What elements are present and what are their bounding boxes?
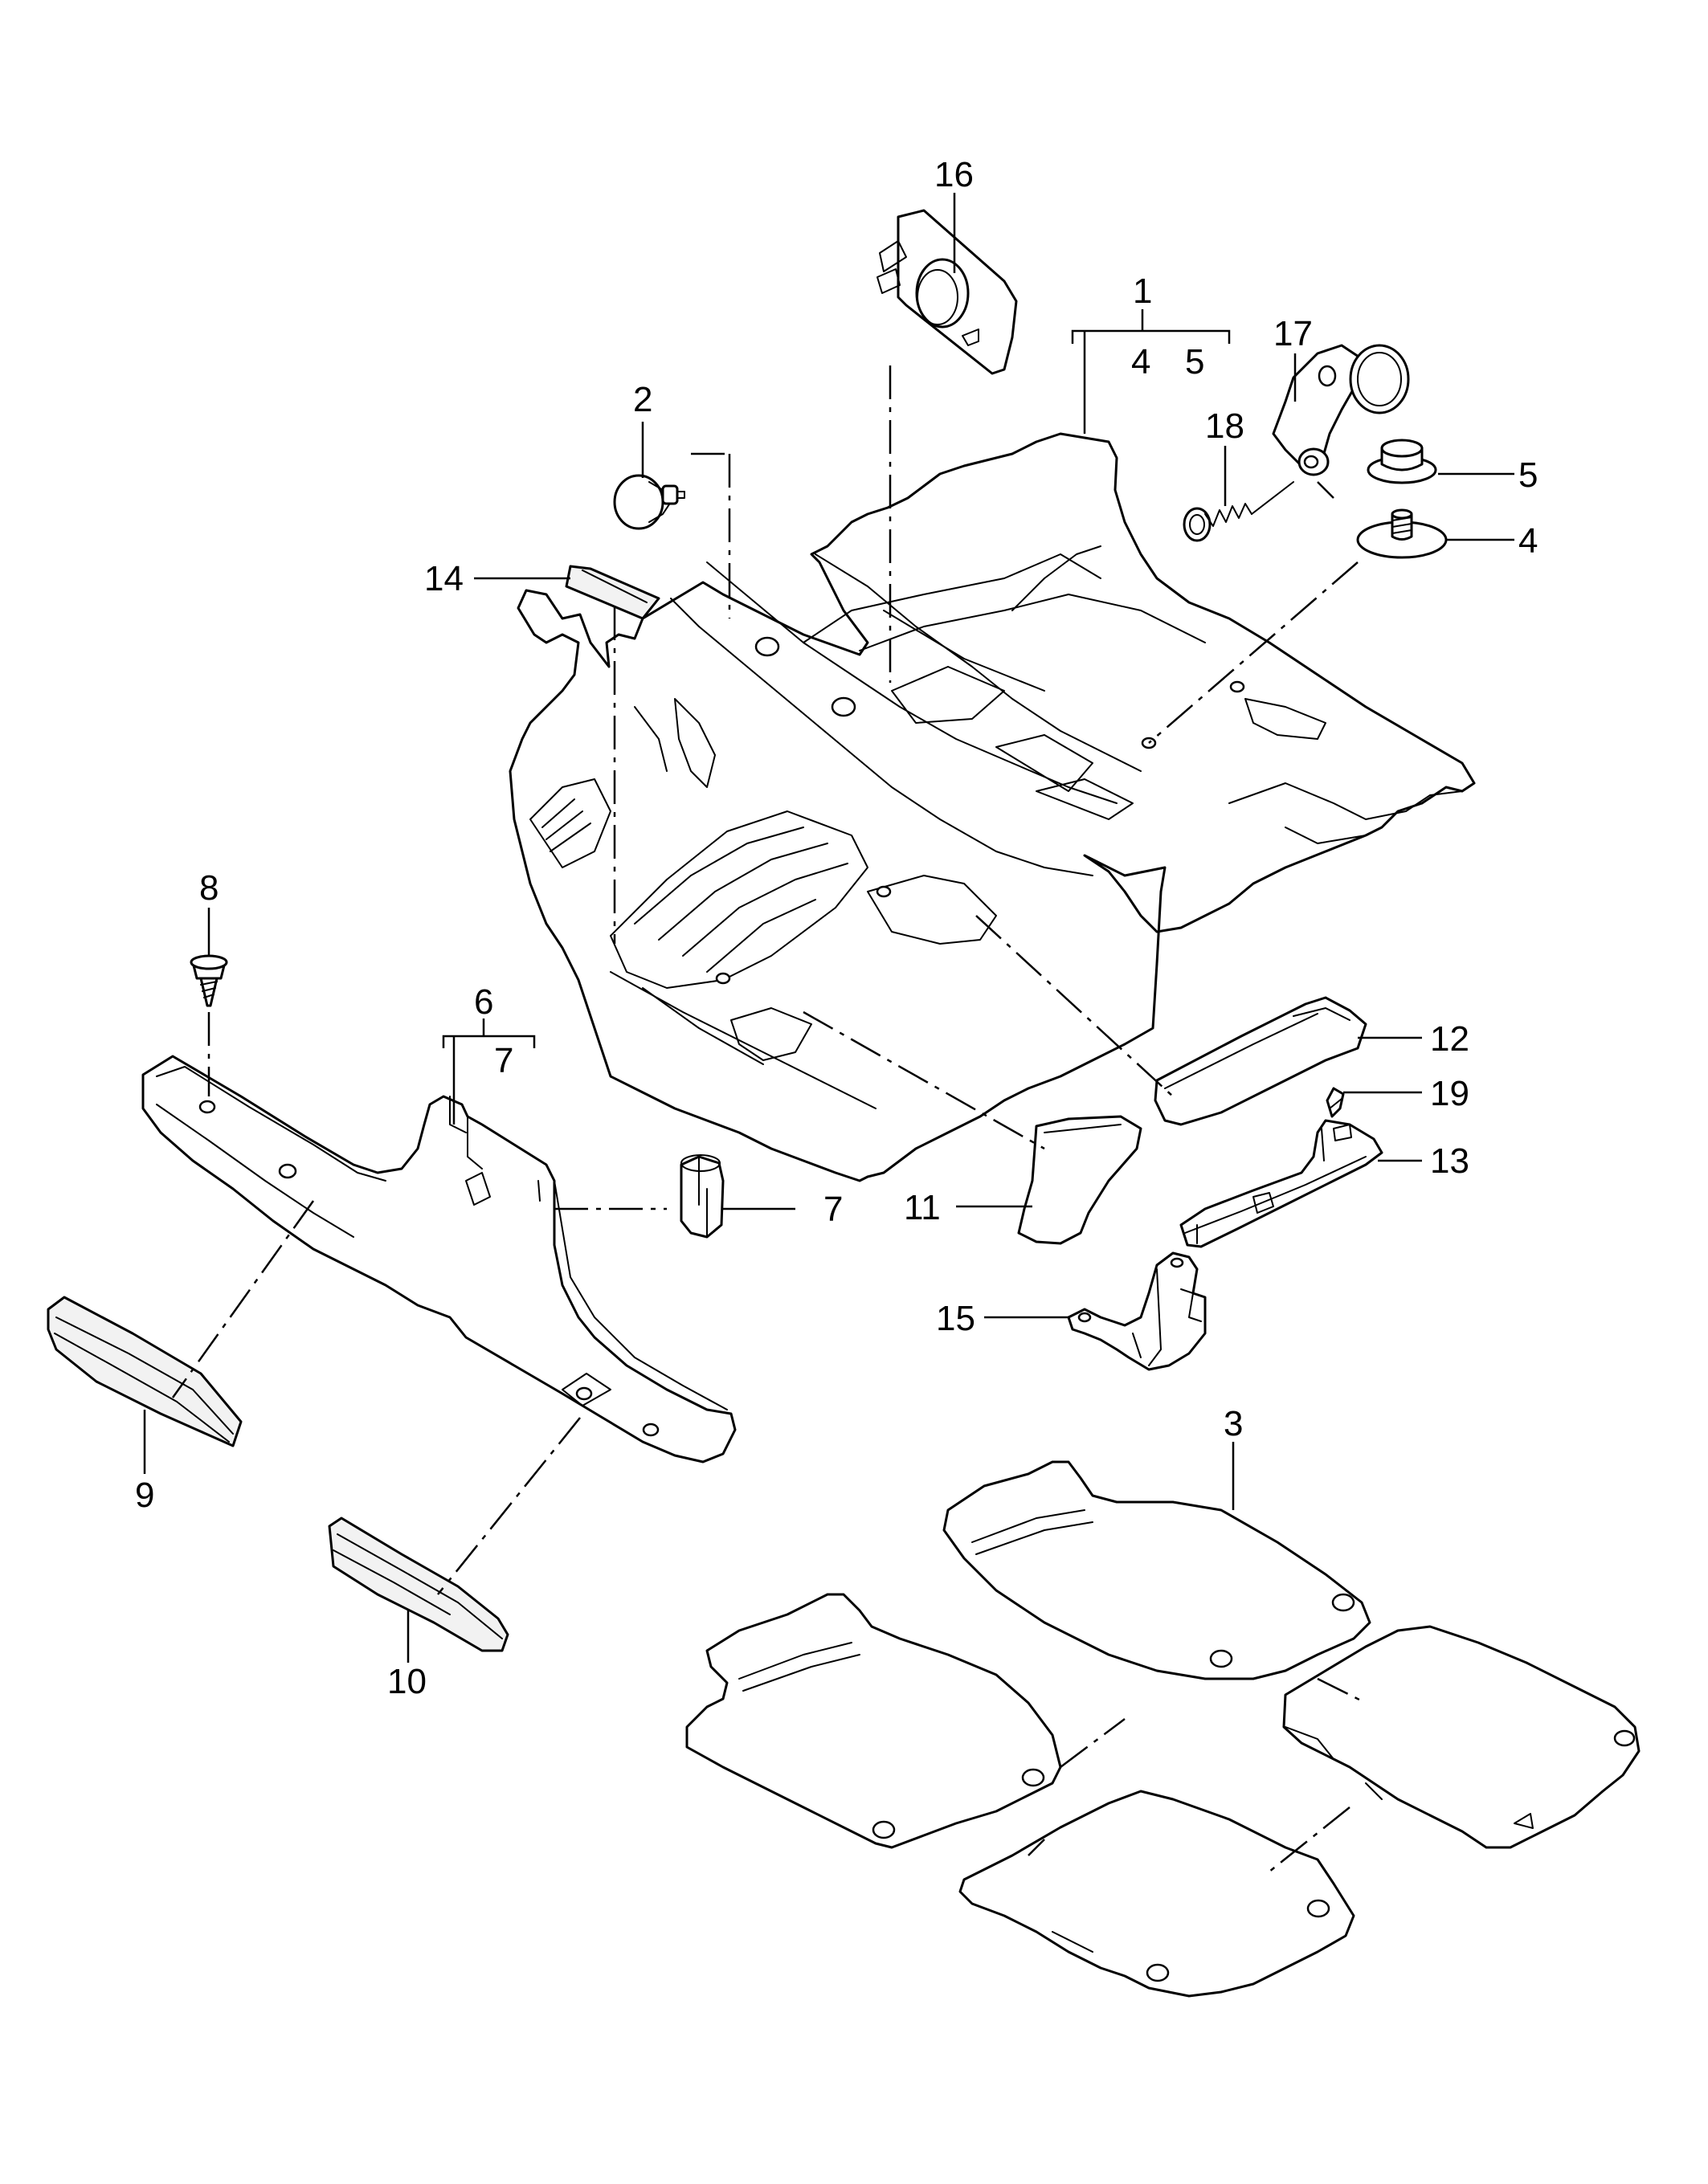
callout-10: 10 bbox=[387, 1662, 427, 1701]
push-clip-part-2 bbox=[613, 474, 685, 530]
callout-3: 3 bbox=[1224, 1404, 1243, 1443]
nut-part-5 bbox=[1367, 439, 1437, 484]
floor-carpet-part-1 bbox=[509, 432, 1476, 1182]
assembly-lines bbox=[171, 365, 1367, 1872]
trim-strip-part-10 bbox=[328, 1517, 509, 1652]
callout-18: 18 bbox=[1205, 406, 1244, 446]
callout-2: 2 bbox=[633, 380, 652, 419]
callout-7: 7 bbox=[823, 1190, 843, 1229]
callout-4: 4 bbox=[1518, 521, 1538, 561]
sill-trim-part-6 bbox=[141, 1055, 737, 1463]
callout-5: 5 bbox=[1518, 455, 1538, 495]
callout-6: 6 bbox=[474, 982, 493, 1022]
callout-13: 13 bbox=[1430, 1141, 1469, 1181]
small-clip-part-19 bbox=[1326, 1087, 1345, 1118]
spring-part-18 bbox=[1183, 481, 1294, 542]
stud-part-4 bbox=[1356, 508, 1448, 559]
callout-12: 12 bbox=[1430, 1019, 1469, 1059]
callout-labels: 1 4 5 2 3 4 5 6 7 7 8 9 10 11 12 13 14 1… bbox=[135, 155, 1538, 1701]
connector-pipe-part-17 bbox=[1272, 344, 1410, 476]
callout-15: 15 bbox=[936, 1299, 975, 1338]
callout-17: 17 bbox=[1273, 314, 1313, 353]
floor-mat-set-part-3 bbox=[685, 1460, 1641, 1998]
callout-1-sub-5: 5 bbox=[1185, 342, 1204, 382]
grommet-plate-part-16 bbox=[876, 209, 1018, 375]
clip-part-7 bbox=[680, 1154, 725, 1239]
pad-part-14 bbox=[565, 565, 660, 620]
screw-part-8 bbox=[190, 954, 228, 1007]
pad-part-12 bbox=[1154, 996, 1367, 1126]
callout-6-sub-7: 7 bbox=[494, 1041, 513, 1080]
bracket-part-15 bbox=[1067, 1251, 1207, 1371]
callout-14: 14 bbox=[424, 559, 464, 598]
callout-1: 1 bbox=[1133, 271, 1152, 311]
callout-19: 19 bbox=[1430, 1074, 1469, 1113]
leader-lines bbox=[143, 193, 1514, 1663]
bracket-part-13 bbox=[1179, 1119, 1383, 1248]
callout-16: 16 bbox=[934, 155, 974, 194]
callout-1-sub-4: 4 bbox=[1131, 342, 1150, 382]
callout-9: 9 bbox=[135, 1476, 154, 1515]
trim-strip-part-9 bbox=[47, 1296, 243, 1447]
callout-11: 11 bbox=[904, 1188, 941, 1227]
callout-8: 8 bbox=[199, 868, 219, 908]
pad-part-11 bbox=[1017, 1115, 1142, 1245]
